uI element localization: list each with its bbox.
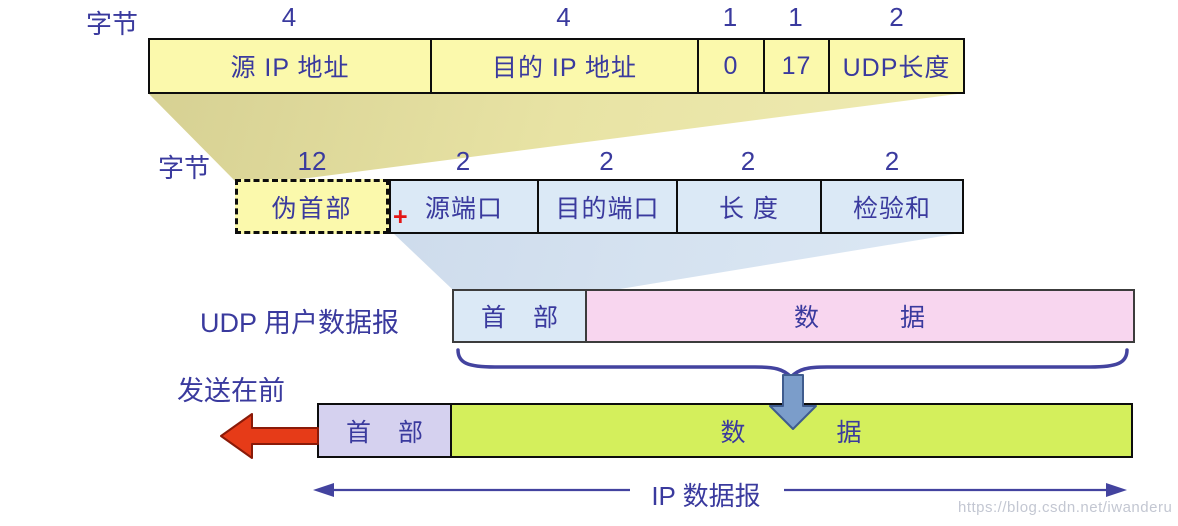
field-dest-ip: 目的 IP 地址 (430, 40, 697, 92)
span-arrowhead-right-icon (1106, 483, 1127, 497)
plus-sign: + (393, 203, 408, 231)
byte-count: 2 (884, 146, 900, 176)
byte-count: 2 (740, 146, 756, 176)
byte-count: 1 (722, 2, 738, 32)
udp-data-cell: 数 据 (585, 291, 1133, 341)
field-pseudo-header: 伪首部 (235, 179, 389, 234)
data-char: 据 (900, 304, 927, 332)
byte-count: 12 (297, 146, 327, 176)
data-char: 数 (720, 418, 747, 447)
byte-count: 2 (889, 2, 904, 32)
udp-header-cell: 首 部 (454, 291, 585, 341)
brace-icon (456, 348, 1129, 380)
byte-count: 4 (281, 2, 297, 32)
udp-datagram-label: UDP 用户数据报 (200, 308, 400, 338)
field-length: 长 度 (676, 181, 820, 232)
ip-datagram-span-label: IP 数据报 (651, 481, 761, 511)
byte-count: 1 (788, 2, 803, 32)
byte-count: 2 (455, 146, 471, 176)
field-udp-length: UDP长度 (828, 40, 963, 92)
data-char: 数 (793, 304, 820, 332)
left-arrow-icon (220, 413, 319, 459)
ip-data-cell: 数 据 (450, 405, 1131, 456)
byte-unit-label-top: 字节 (86, 9, 139, 39)
span-arrowhead-left-icon (313, 483, 334, 497)
field-protocol-17: 17 (763, 40, 828, 92)
field-dest-port: 目的端口 (537, 181, 676, 232)
udp-header-table: 源端口 目的端口 长 度 检验和 (389, 179, 964, 234)
byte-unit-label-mid: 字节 (158, 153, 211, 183)
ip-fields-table: 源 IP 地址 目的 IP 地址 0 17 UDP长度 (148, 38, 965, 94)
field-checksum: 检验和 (820, 181, 962, 232)
byte-count: 4 (556, 2, 571, 32)
ip-header-cell: 首 部 (319, 405, 450, 456)
watermark-url: https://blog.csdn.net/iwanderu (958, 499, 1173, 516)
data-char: 据 (836, 418, 863, 447)
ip-datagram-table: 首 部 数 据 (317, 403, 1133, 458)
field-source-ip: 源 IP 地址 (150, 40, 430, 92)
send-first-label: 发送在前 (177, 376, 285, 406)
field-zero: 0 (697, 40, 763, 92)
field-source-port: 源端口 (391, 181, 537, 232)
udp-datagram-table: 首 部 数 据 (452, 289, 1135, 343)
byte-count: 2 (599, 146, 614, 176)
